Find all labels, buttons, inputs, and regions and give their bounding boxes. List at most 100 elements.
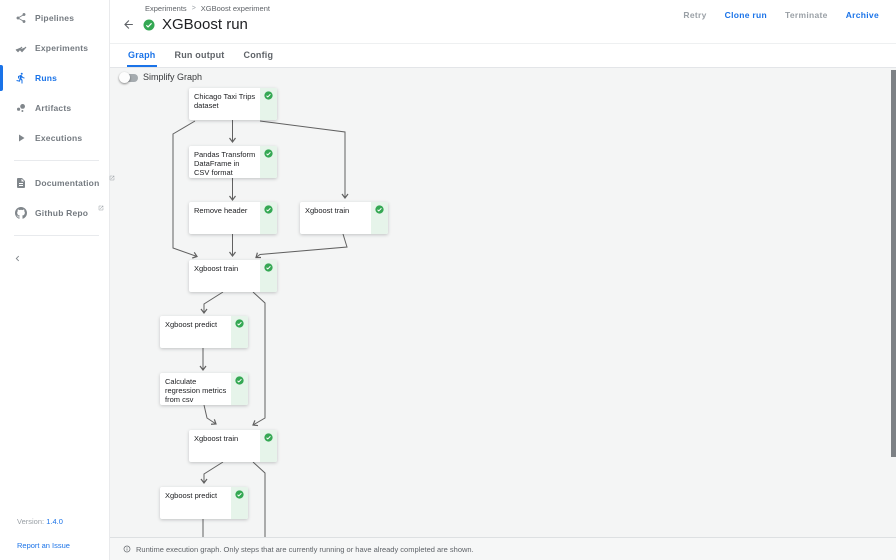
- node-label: Calculate regression metrics from csv: [165, 376, 227, 404]
- version-line: Version: 1.4.0: [17, 517, 70, 526]
- edge-n1-n4: [259, 120, 349, 199]
- edge-n4-n5: [255, 233, 348, 259]
- graph-node-chicago-taxi-trips-dataset[interactable]: Chicago Taxi Trips dataset: [189, 88, 277, 120]
- experiments-icon: [14, 42, 27, 55]
- sidebar-item-experiments[interactable]: Experiments: [0, 33, 109, 63]
- node-status-strip: [260, 260, 277, 292]
- footer-bar: Runtime execution graph. Only steps that…: [110, 537, 896, 560]
- sidebar-item-label: Experiments: [35, 43, 89, 53]
- graph-node-xgboost-train-3[interactable]: Xgboost train: [189, 430, 277, 462]
- header: Experiments > XGBoost experiment XGBoost…: [110, 0, 896, 44]
- breadcrumb-experiments[interactable]: Experiments: [145, 4, 187, 13]
- run-success-check-icon: [143, 19, 155, 31]
- clone-run-button[interactable]: Clone run: [724, 10, 767, 20]
- sidebar-link-label: Github Repo: [35, 208, 89, 218]
- edge-n5-n6: [200, 291, 224, 314]
- tab-graph[interactable]: Graph: [127, 44, 157, 67]
- sidebar-link-github[interactable]: Github Repo: [0, 198, 109, 228]
- success-check-icon: [264, 263, 273, 272]
- toggle-knob: [119, 72, 130, 83]
- graph-node-xgboost-predict-2[interactable]: Xgboost predict: [160, 487, 248, 519]
- back-button[interactable]: [120, 17, 136, 33]
- simplify-graph-toggle[interactable]: [119, 72, 138, 83]
- node-status-strip: [260, 146, 277, 178]
- sidebar-item-label: Executions: [35, 133, 83, 143]
- node-label: Xgboost predict: [165, 490, 218, 500]
- sidebar-link-label: Documentation: [35, 178, 100, 188]
- edge-n1-n5: [172, 120, 198, 259]
- sidebar-item-executions[interactable]: Executions: [0, 123, 109, 153]
- open-in-new-icon: [96, 204, 104, 222]
- version-label: Version:: [17, 517, 45, 526]
- tab-run-output[interactable]: Run output: [174, 49, 225, 60]
- graph-node-calculate-regression-metrics[interactable]: Calculate regression metrics from csv: [160, 373, 248, 405]
- sidebar-divider: [14, 235, 99, 236]
- retry-button[interactable]: Retry: [683, 10, 707, 20]
- node-label: Xgboost train: [305, 205, 350, 215]
- node-label: Chicago Taxi Trips dataset: [194, 91, 256, 110]
- sidebar-item-pipelines[interactable]: Pipelines: [0, 3, 109, 33]
- node-status-strip: [260, 430, 277, 462]
- success-check-icon: [264, 205, 273, 214]
- terminate-button[interactable]: Terminate: [785, 10, 828, 20]
- node-label: Xgboost predict: [165, 319, 218, 329]
- sidebar-link-documentation[interactable]: Documentation: [0, 168, 115, 198]
- node-status-strip: [231, 373, 248, 405]
- archive-button[interactable]: Archive: [845, 10, 879, 20]
- success-check-icon: [264, 91, 273, 100]
- open-in-new-icon: [107, 174, 115, 192]
- graph-canvas: Simplify Graph Chicago Taxi Trips datase…: [110, 68, 896, 537]
- breadcrumb: Experiments > XGBoost experiment: [145, 4, 270, 13]
- vertical-scrollbar-thumb[interactable]: [891, 70, 896, 457]
- sidebar-item-label: Runs: [35, 73, 58, 83]
- artifacts-icon: [14, 102, 27, 115]
- page-title: XGBoost run: [162, 16, 248, 33]
- github-icon: [14, 207, 27, 220]
- title-bar: XGBoost run: [120, 16, 248, 33]
- node-label: Pandas Transform DataFrame in CSV format: [194, 149, 256, 177]
- success-check-icon: [375, 205, 384, 214]
- node-label: Remove header: [194, 205, 248, 215]
- simplify-graph-label: Simplify Graph: [143, 72, 203, 82]
- footer-info-text: Runtime execution graph. Only steps that…: [136, 544, 474, 554]
- graph-edges: [172, 120, 349, 537]
- chevron-left-icon: [15, 255, 20, 261]
- node-status-strip: [260, 202, 277, 234]
- runs-icon: [14, 72, 27, 85]
- edge-n5-n8: [252, 291, 266, 427]
- node-status-strip: [231, 316, 248, 348]
- success-check-icon: [235, 376, 244, 385]
- sidebar-item-label: Pipelines: [35, 13, 75, 23]
- tab-config[interactable]: Config: [243, 49, 274, 60]
- sidebar: Pipelines Experiments Runs Artifacts: [0, 0, 115, 560]
- graph-node-xgboost-train-1[interactable]: Xgboost train: [300, 202, 388, 234]
- sidebar-nav: Pipelines Experiments Runs Artifacts: [0, 0, 109, 153]
- sidebar-item-label: Artifacts: [35, 103, 72, 113]
- success-check-icon: [264, 149, 273, 158]
- success-check-icon: [264, 433, 273, 442]
- breadcrumb-separator-icon: >: [191, 5, 196, 12]
- node-status-strip: [371, 202, 388, 234]
- active-indicator-bar: [0, 65, 3, 91]
- graph-node-xgboost-predict-1[interactable]: Xgboost predict: [160, 316, 248, 348]
- graph-node-remove-header[interactable]: Remove header: [189, 202, 277, 234]
- node-label: Xgboost train: [194, 263, 239, 273]
- node-label: Xgboost train: [194, 433, 239, 443]
- sidebar-divider: [14, 160, 99, 161]
- breadcrumb-current: XGBoost experiment: [200, 4, 270, 13]
- graph-node-pandas-transform[interactable]: Pandas Transform DataFrame in CSV format: [189, 146, 277, 178]
- sidebar-item-artifacts[interactable]: Artifacts: [0, 93, 109, 123]
- tab-bar: Graph Run output Config: [110, 44, 896, 68]
- edge-n7-n8: [203, 404, 217, 425]
- sidebar-collapse-button[interactable]: [0, 243, 109, 273]
- sidebar-footer: Version: 1.4.0 Report an Issue: [17, 517, 70, 553]
- sidebar-item-runs[interactable]: Runs: [0, 63, 109, 93]
- graph-node-xgboost-train-2[interactable]: Xgboost train: [189, 260, 277, 292]
- success-check-icon: [235, 490, 244, 499]
- edge-n8-offscreen: [252, 461, 266, 537]
- report-issue-link[interactable]: Report an Issue: [17, 541, 70, 550]
- version-link[interactable]: 1.4.0: [46, 517, 63, 526]
- info-icon: [123, 545, 131, 553]
- edge-n8-n9: [200, 461, 224, 484]
- document-icon: [14, 177, 27, 190]
